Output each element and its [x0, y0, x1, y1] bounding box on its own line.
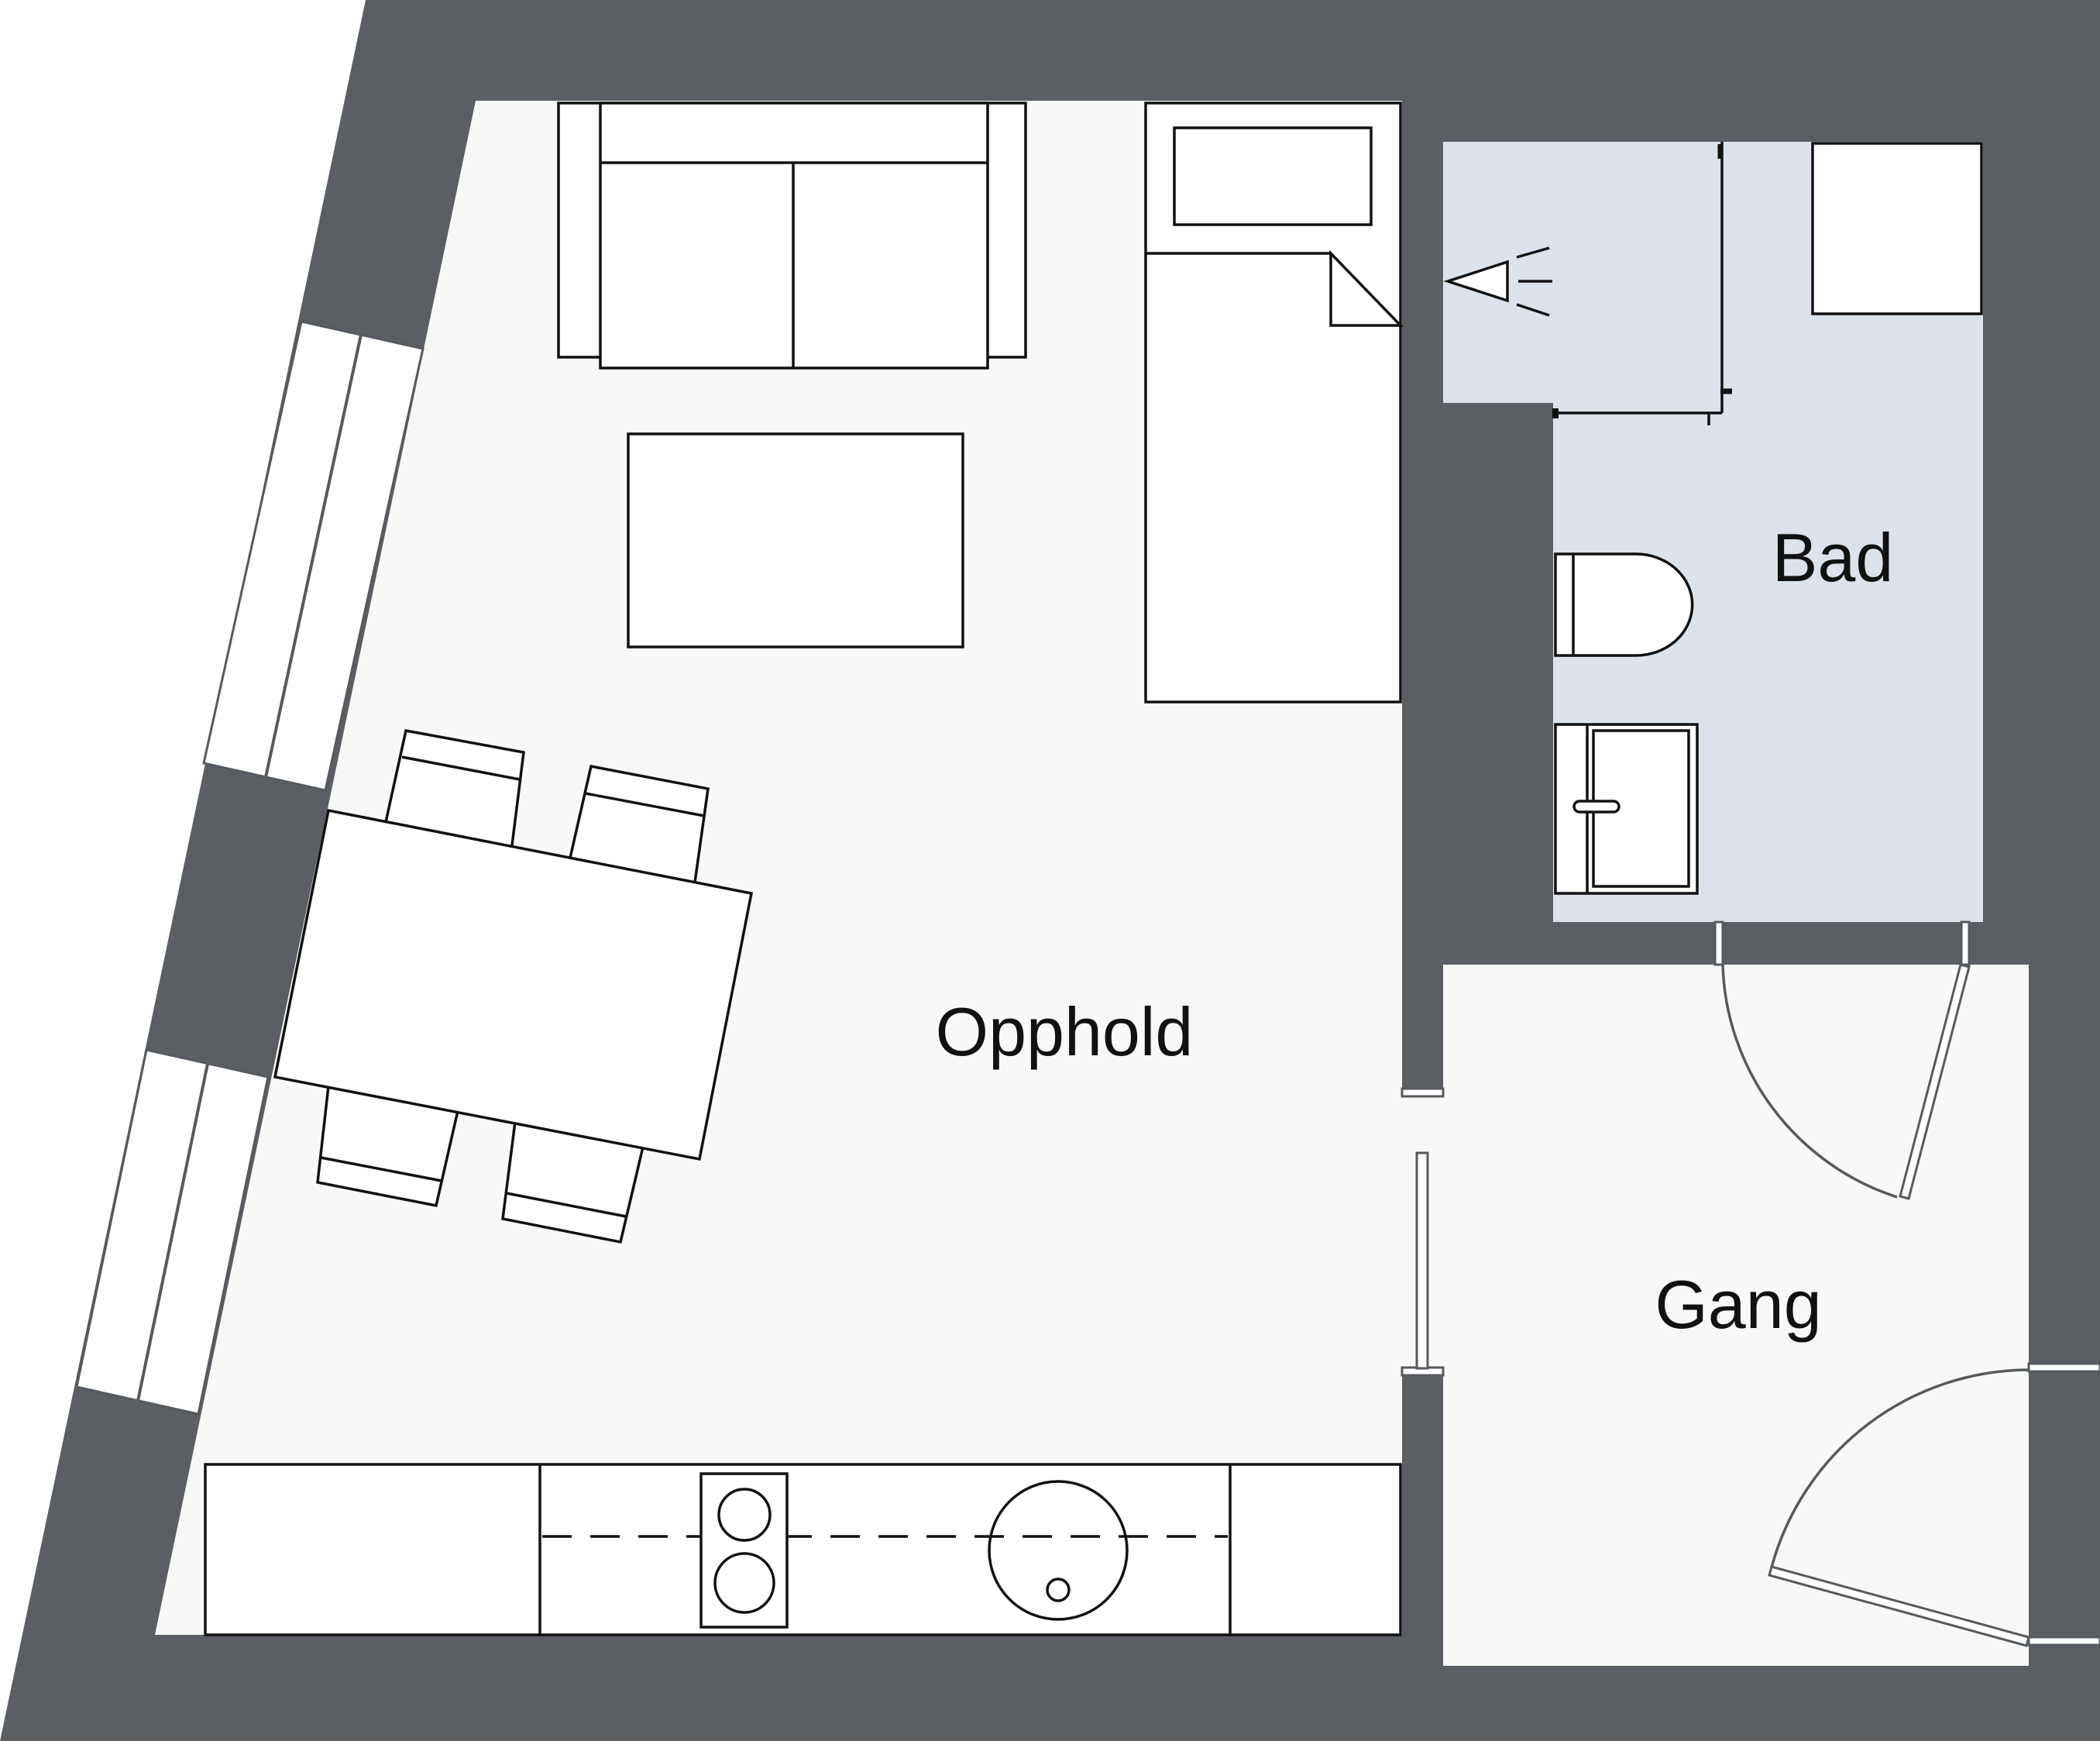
door-jamb [2027, 1362, 2100, 1373]
bed [1144, 102, 1404, 704]
kitchen-sink [988, 1480, 1129, 1621]
entrance-door [1768, 1368, 2030, 1647]
door-jamb [1401, 1087, 1445, 1098]
shower-head-icon [1443, 260, 1509, 303]
hall-floor [1443, 965, 2029, 1666]
sofa [557, 102, 1027, 370]
room-label-living: Opphold [936, 993, 1194, 1070]
sliding-door [1415, 1151, 1429, 1370]
shower [1443, 142, 1732, 425]
room-label-hall: Gang [1655, 1266, 1821, 1343]
kitchen-counter [204, 1463, 1402, 1636]
living-room-floor [155, 101, 1443, 1635]
door-jamb [2027, 1636, 2100, 1646]
cooktop [699, 1472, 789, 1629]
toilet [1554, 552, 1694, 657]
window-upper [202, 320, 424, 792]
bathroom-door [1721, 963, 1971, 1200]
coffee-table [627, 432, 964, 649]
door-jamb [1713, 920, 1724, 966]
washing-machine [1811, 142, 1983, 315]
window-lower [75, 1048, 270, 1416]
door-jamb [1960, 920, 1971, 966]
washbasin [1554, 723, 1699, 895]
room-label-bath: Bad [1772, 519, 1894, 596]
dining-table [273, 808, 754, 1161]
dining-set [273, 728, 754, 1244]
